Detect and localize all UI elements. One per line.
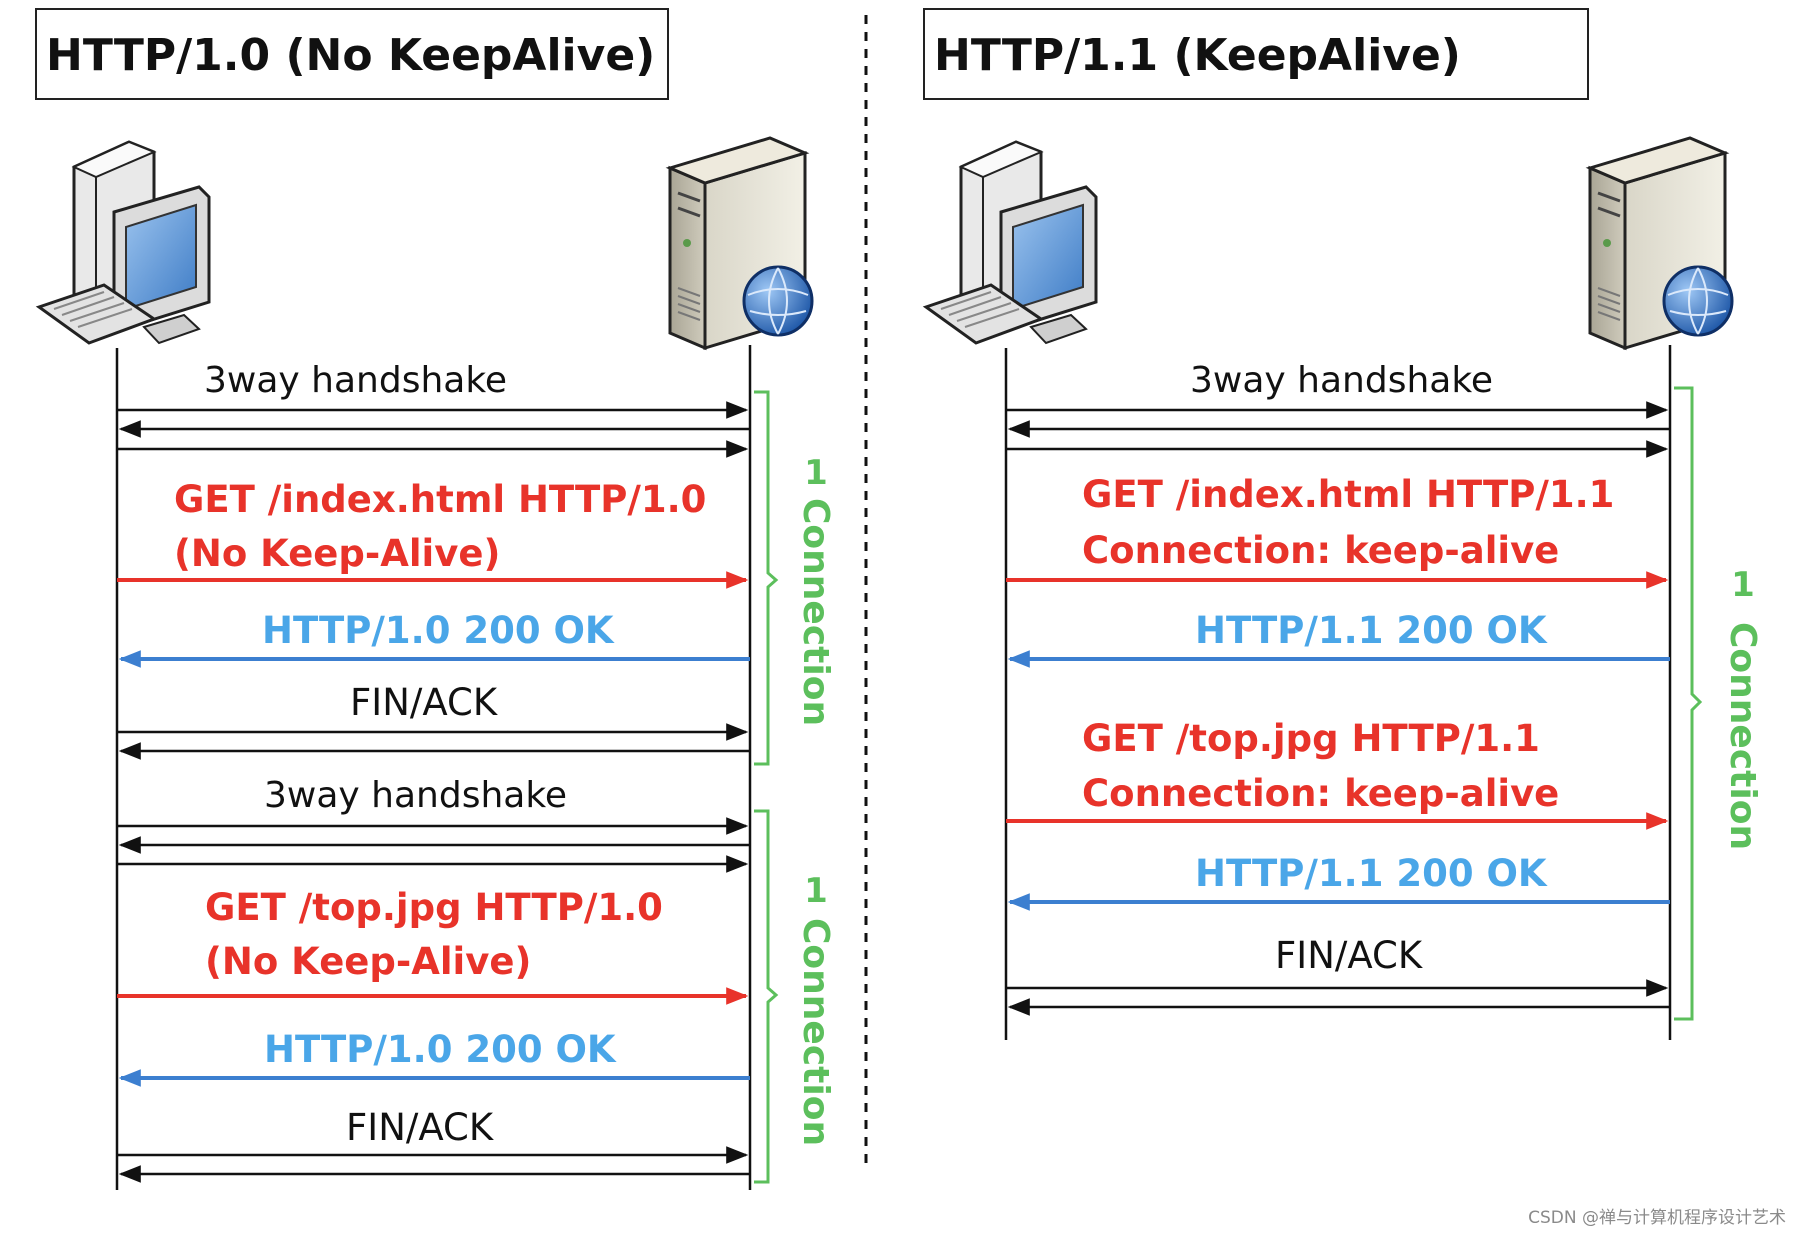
request-label-sub: (No Keep-Alive) — [174, 532, 500, 575]
connection-count: 1 — [1731, 565, 1755, 605]
request-header: Connection: keep-alive — [1082, 529, 1559, 572]
handshake-label: 3way handshake — [264, 775, 567, 816]
response-label: HTTP/1.0 200 OK — [264, 1028, 617, 1071]
left-title-box — [35, 8, 669, 100]
connection-count: 1 — [804, 871, 828, 911]
request-label: GET /top.jpg HTTP/1.0 — [205, 886, 663, 929]
connection-brace — [754, 809, 779, 1184]
request-label: GET /index.html HTTP/1.0 — [174, 478, 706, 521]
request-label-sub: (No Keep-Alive) — [205, 940, 531, 983]
connection-brace — [754, 390, 779, 766]
right-title-box — [923, 8, 1589, 100]
desktop-computer-icon — [924, 140, 1098, 345]
fin-label: FIN/ACK — [350, 681, 499, 724]
response-label: HTTP/1.0 200 OK — [262, 609, 615, 652]
fin-label: FIN/ACK — [346, 1106, 495, 1149]
right-panel: HTTP/1.1 (KeepAlive) 3way handshake GET … — [923, 8, 1763, 1040]
handshake-label: 3way handshake — [204, 360, 507, 401]
left-title: HTTP/1.0 (No KeepAlive) — [46, 30, 655, 81]
web-server-icon — [668, 136, 814, 350]
connection-label: Connection — [795, 498, 836, 726]
desktop-computer-icon — [37, 140, 211, 345]
request-header: Connection: keep-alive — [1082, 772, 1559, 815]
left-panel: HTTP/1.0 (No KeepAlive) 3way handshake G… — [35, 8, 836, 1190]
handshake-label: 3way handshake — [1190, 360, 1493, 401]
request-label: GET /top.jpg HTTP/1.1 — [1082, 717, 1540, 760]
fin-label: FIN/ACK — [1275, 934, 1424, 977]
right-title: HTTP/1.1 (KeepAlive) — [934, 30, 1461, 81]
connection-label: Connection — [795, 918, 836, 1146]
request-label: GET /index.html HTTP/1.1 — [1082, 473, 1614, 516]
connection-brace — [1674, 386, 1703, 1021]
web-server-icon — [1588, 136, 1734, 350]
connection-label: Connection — [1722, 622, 1763, 850]
response-label: HTTP/1.1 200 OK — [1195, 609, 1548, 652]
response-label: HTTP/1.1 200 OK — [1195, 852, 1548, 895]
watermark: CSDN @禅与计算机程序设计艺术 — [1528, 1208, 1786, 1228]
connection-count: 1 — [804, 453, 828, 493]
